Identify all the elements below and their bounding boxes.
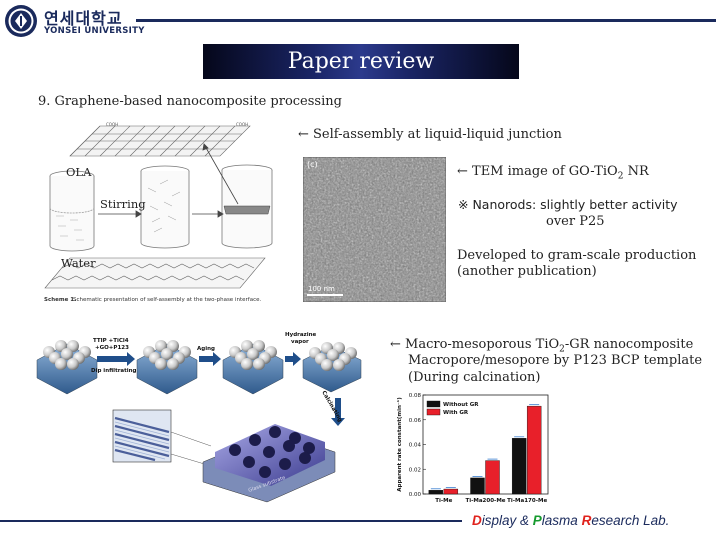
svg-text:COOH: COOH [106, 122, 118, 127]
note-nanorods-line2: over P25 [546, 214, 605, 229]
tem-image: (c) 100 nm [303, 157, 446, 302]
chart-legend: Without GR With GR [426, 400, 479, 416]
note-nanorods-line1: ※ Nanorods: slightly better activity [458, 197, 678, 212]
opal-template-block-1 [36, 340, 98, 395]
legend-swatch [426, 400, 441, 408]
note-during-calcination: (During calcination) [408, 370, 541, 385]
university-seal-logo [5, 5, 37, 37]
x-tick-label: Ti-Me [435, 498, 452, 504]
label-ola: OLA [66, 165, 92, 179]
beaker-left [49, 170, 95, 252]
y-tick-label: 0.02 [409, 467, 421, 473]
opal-template-block-2 [136, 340, 198, 395]
process-arrows [97, 352, 345, 426]
university-name-korean: 연세대학교 [44, 9, 123, 28]
note-macro-mesoporous: ← Macro-mesoporous TiO2-GR nanocomposite [390, 337, 694, 355]
bar [485, 460, 500, 495]
opal-template-block-3 [222, 340, 284, 395]
beaker-right [221, 164, 273, 249]
step3-reagent-line1: Hydrazine [285, 332, 317, 338]
label-stirring: Stirring [100, 197, 146, 211]
step1-label: Dip infiltrating [91, 368, 137, 374]
bar [470, 477, 485, 495]
lab-brand: Display & Plasma Research Lab. [472, 513, 670, 528]
beaker-middle [140, 165, 190, 249]
tem-scale-label: 100 nm [308, 285, 335, 293]
page-title: Paper review [287, 49, 435, 74]
scheme-caption-text: Schematic presentation of self-assembly … [73, 297, 261, 303]
mesopore-zoom-inset [112, 409, 212, 467]
legend-label: With GR [443, 410, 469, 416]
section-heading: 9. Graphene-based nanocomposite processi… [38, 94, 342, 109]
step2-label: Aging [197, 346, 215, 352]
step3-reagent-line2: vapor [291, 339, 309, 345]
graphene-sheet-top [69, 125, 251, 157]
note-developed-line1: Developed to gram-scale production [457, 248, 697, 263]
legend-swatch [426, 408, 441, 416]
self-assembly-scheme-figure: COOH COOH Scheme 1. Schematic present [44, 122, 273, 303]
x-tick-label: Ti-Ma170-Me [507, 498, 547, 504]
university-name-english: YONSEI UNIVERSITY [44, 26, 145, 36]
macroporous-framework: Glass substrate [202, 424, 336, 503]
y-tick-label: 0.08 [409, 393, 422, 399]
label-water: Water [61, 256, 96, 270]
tem-panel-label: (c) [307, 160, 318, 169]
bar [443, 488, 459, 495]
note-tem-image: ← TEM image of GO-TiO2 NR [457, 164, 649, 182]
bar [526, 405, 542, 495]
y-tick-label: 0.00 [409, 492, 422, 498]
bar [511, 438, 527, 495]
tem-scale-bar [307, 294, 343, 296]
macro-mesoporous-process-figure: TTIP +TiCl4 +GO+P123 Dip infiltrating Ag… [36, 332, 362, 503]
title-banner: Paper review [203, 44, 519, 79]
step1-reagents-line2: +GO+P123 [95, 345, 129, 351]
graphene-sheet-bottom [44, 257, 266, 289]
svg-text:COOH: COOH [236, 122, 248, 127]
footer-divider [0, 520, 462, 522]
scheme-caption-label: Scheme 1. [44, 297, 76, 303]
legend-label: Without GR [443, 402, 479, 408]
y-tick-label: 0.04 [409, 443, 422, 449]
header-divider [136, 19, 716, 22]
note-macropore-template: Macropore/mesopore by P123 BCP template [408, 353, 703, 368]
y-tick-label: 0.06 [409, 418, 422, 424]
step1-reagents-line1: TTIP +TiCl4 [93, 338, 129, 344]
bar [428, 490, 444, 495]
note-developed-line2: (another publication) [457, 264, 597, 279]
note-self-assembly: ← Self-assembly at liquid-liquid junctio… [298, 127, 562, 142]
chart-bars [428, 404, 542, 495]
y-axis-label: Apparent rate constant(min⁻¹) [396, 397, 403, 492]
x-tick-label: Ti-Ma200-Me [465, 498, 505, 504]
opal-template-block-4 [302, 342, 362, 393]
